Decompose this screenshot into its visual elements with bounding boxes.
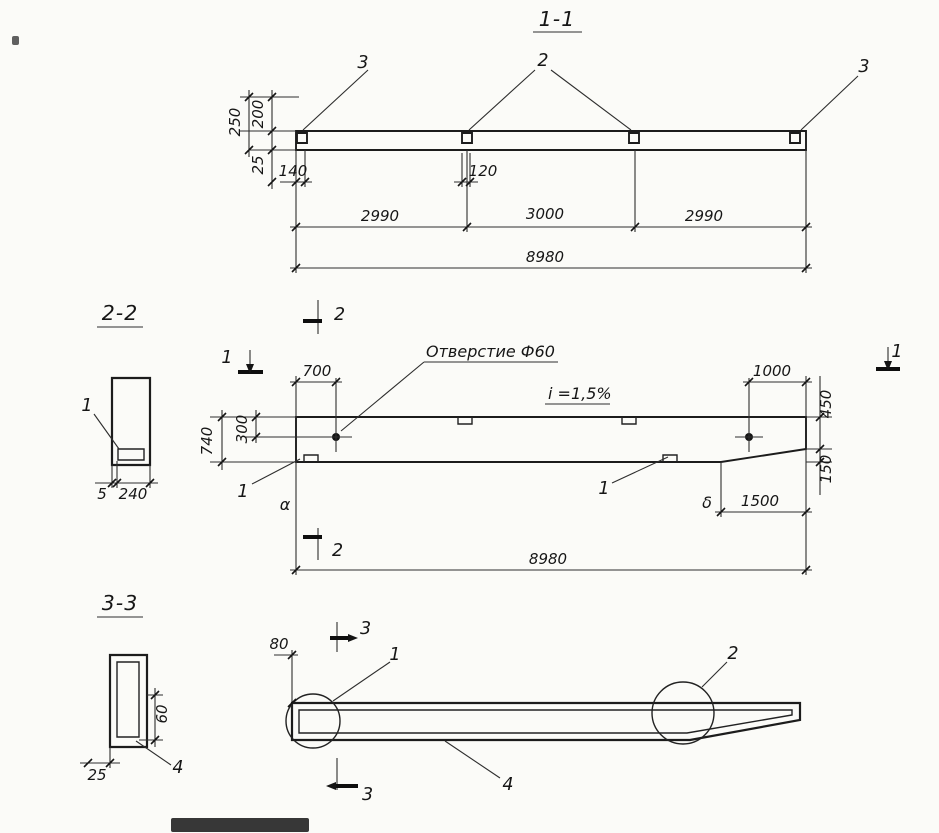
dim-240: 240	[119, 485, 148, 503]
label-delta: δ	[702, 493, 712, 512]
section-cut-bars-plan	[238, 319, 900, 539]
callout-4-elevation: 4	[502, 775, 513, 795]
scan-artifact-bar	[171, 818, 309, 832]
section-mark-2-top: 2	[334, 305, 345, 325]
detail-circle-1	[285, 693, 341, 749]
section-arrow-1-left	[246, 364, 254, 374]
dim-140: 140	[279, 162, 308, 180]
callout-1-section-2-2: 1	[81, 396, 92, 416]
dim-3000: 3000	[526, 205, 564, 223]
callout-3-right: 3	[858, 57, 869, 77]
dimension-ticks-plan	[217, 377, 825, 575]
dim-8980-plan: 8980	[529, 550, 567, 568]
dimension-lines-2-2	[93, 326, 158, 488]
section-3-3-view: 3-3 60 25 4	[80, 591, 184, 784]
beam-plan-outline	[295, 416, 807, 463]
dim-2990-right: 2990	[685, 207, 723, 225]
section-mark-2-bottom: 2	[332, 541, 343, 561]
dimension-ticks-2-2	[107, 478, 155, 488]
dim-25: 25	[249, 155, 267, 174]
callout-2-mid: 2	[537, 51, 548, 71]
dim-120: 120	[469, 162, 498, 180]
view-1-1: 1-1 3 2 3 200 250 25 140 120 2990 3000 2…	[226, 7, 870, 273]
view-1-1-title: 1-1	[539, 7, 575, 31]
callout-1-plan-left: 1	[237, 482, 248, 502]
section-mark-3-bottom: 3	[362, 785, 373, 805]
detail-circle-2	[651, 681, 715, 745]
dim-5: 5	[97, 485, 107, 503]
dimension-ticks-3-3	[83, 690, 160, 768]
section-3-3-inner	[116, 661, 140, 738]
dim-300: 300	[233, 415, 251, 444]
dim-2990-left: 2990	[361, 207, 399, 225]
dim-1000: 1000	[753, 362, 791, 380]
dim-60: 60	[153, 704, 171, 723]
label-alpha: α	[280, 495, 291, 514]
dimension-ticks-1-1	[244, 92, 811, 273]
callout-4-section-3-3: 4	[172, 758, 183, 778]
dim-200: 200	[249, 100, 267, 129]
embed-plate-marks	[303, 417, 678, 462]
section-3-3-outline	[108, 653, 149, 749]
section-2-2-inner	[117, 448, 145, 461]
elevation-inner-wall	[298, 709, 793, 734]
hole-note: Отверстие Ф60	[426, 342, 555, 361]
section-cut-bars-3	[330, 636, 358, 788]
section-3-3-title: 3-3	[102, 591, 138, 615]
dim-700: 700	[303, 362, 332, 380]
dim-25-section: 25	[87, 766, 106, 784]
section-mark-1-right: 1	[891, 342, 902, 362]
beam-outline-1-1	[295, 130, 807, 151]
dim-450: 450	[817, 390, 835, 419]
dim-1500: 1500	[741, 492, 779, 510]
dim-150: 150	[817, 455, 835, 484]
section-arrow-3-top	[348, 634, 358, 642]
section-mark-1-left: 1	[221, 348, 232, 368]
section-2-2-title: 2-2	[102, 301, 138, 325]
scan-speck	[12, 36, 19, 45]
dimension-lines-elevation	[274, 622, 728, 790]
dim-80: 80	[269, 635, 288, 653]
section-mark-3-top: 3	[360, 619, 371, 639]
plan-view: Отверстие Ф60 i =1,5% 700 1000 450 150 7…	[198, 300, 903, 575]
section-2-2-view: 2-2 1 5 240	[81, 301, 158, 503]
slope-label: i =1,5%	[548, 384, 612, 403]
section-arrow-1-right	[884, 361, 892, 371]
callout-detail-1: 1	[389, 645, 400, 665]
dim-740: 740	[198, 427, 216, 456]
callout-3-left: 3	[357, 53, 368, 73]
dim-8980-top: 8980	[526, 248, 564, 266]
callout-detail-2: 2	[727, 644, 738, 664]
dimension-lines-1-1	[240, 31, 859, 273]
callout-1-plan-mid: 1	[598, 479, 609, 499]
dim-250: 250	[226, 108, 244, 137]
section-arrow-3-bottom	[326, 782, 336, 790]
elevation-outline	[290, 701, 802, 742]
dimension-ticks-elevation	[287, 650, 297, 708]
side-elevation-view: 3 3 80 1 2 4	[269, 619, 802, 805]
